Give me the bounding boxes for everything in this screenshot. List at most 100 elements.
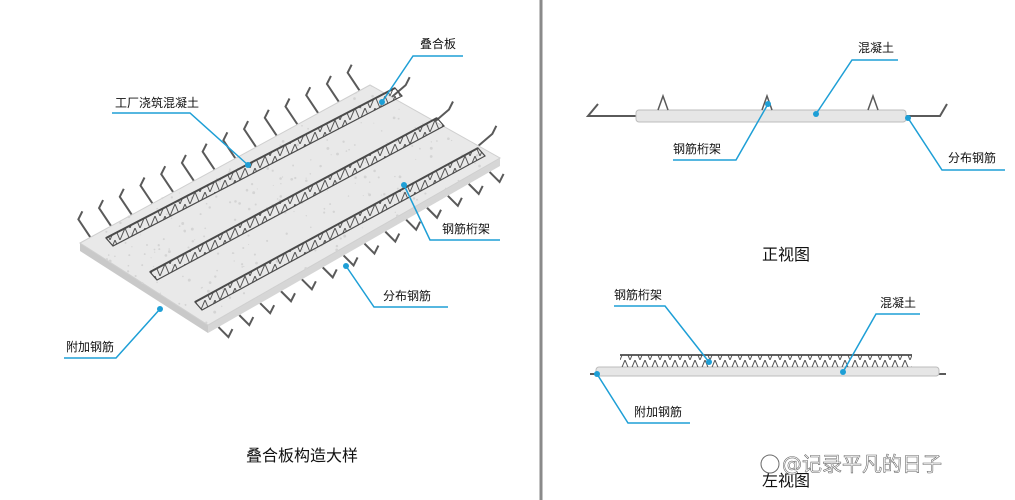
concrete-speckle: [150, 257, 152, 259]
concrete-speckle: [332, 210, 335, 213]
concrete-speckle: [339, 237, 342, 240]
concrete-speckle: [247, 207, 251, 211]
concrete-speckle: [164, 254, 168, 257]
concrete-speckle: [398, 108, 400, 110]
concrete-speckle: [398, 175, 402, 179]
concrete-speckle: [416, 198, 418, 201]
concrete-speckle: [170, 217, 173, 219]
callout-front-concrete: 混凝土: [813, 40, 898, 117]
label-left-concrete: 混凝土: [880, 295, 916, 310]
concrete-speckle: [256, 188, 258, 190]
concrete-speckle: [373, 122, 375, 124]
concrete-speckle: [329, 203, 332, 206]
concrete-speckle: [220, 305, 223, 308]
concrete-speckle: [281, 140, 285, 143]
concrete-speckle: [250, 182, 254, 186]
concrete-speckle: [253, 253, 256, 256]
concrete-speckle: [184, 230, 186, 233]
label-front-distribution: 分布钢筋: [948, 150, 996, 165]
concrete-speckle: [335, 248, 339, 252]
concrete-speckle: [208, 281, 212, 284]
concrete-speckle: [307, 127, 309, 130]
concrete-speckle: [304, 266, 308, 270]
concrete-speckle: [227, 171, 230, 173]
concrete-speckle: [457, 179, 460, 182]
caption-front-view: 正视图: [762, 245, 810, 264]
concrete-speckle: [131, 246, 133, 248]
concrete-speckle: [162, 238, 165, 241]
concrete-speckle: [248, 243, 250, 246]
concrete-speckle: [134, 274, 137, 278]
concrete-speckle: [397, 117, 400, 120]
concrete-speckle: [228, 170, 231, 172]
concrete-speckle: [281, 176, 284, 178]
concrete-speckle: [323, 207, 326, 210]
slab-right-side: [208, 158, 500, 333]
concrete-speckle: [354, 176, 357, 179]
concrete-speckle: [187, 246, 190, 249]
concrete-speckle: [377, 176, 380, 179]
concrete-speckle: [394, 175, 396, 178]
concrete-speckle: [214, 275, 217, 278]
concrete-speckle: [240, 263, 244, 266]
concrete-speckle: [371, 94, 374, 98]
distribution-rebar-hook: [259, 302, 276, 315]
concrete-speckle: [191, 240, 194, 243]
concrete-speckle: [394, 211, 396, 213]
front-view-slab: [635, 109, 907, 123]
concrete-speckle: [347, 195, 350, 197]
label-composite-slab: 叠合板: [420, 36, 456, 51]
concrete-speckle: [429, 146, 433, 150]
slab-front-side: [80, 243, 208, 333]
concrete-speckle: [141, 281, 144, 284]
concrete-speckle: [161, 197, 164, 200]
concrete-speckle: [380, 130, 383, 132]
distribution-rebar-hook: [346, 64, 361, 92]
concrete-speckle: [348, 148, 350, 151]
concrete-speckle: [292, 164, 295, 167]
concrete-speckle: [152, 265, 155, 268]
concrete-speckle: [380, 194, 382, 196]
distribution-rebar-hook: [447, 195, 463, 208]
label-additional-rebar-3d: 附加钢筋: [66, 339, 114, 354]
concrete-speckle: [414, 126, 416, 129]
concrete-speckle: [368, 193, 372, 197]
concrete-speckle: [190, 227, 194, 231]
concrete-speckle: [205, 321, 208, 324]
concrete-speckle: [201, 286, 203, 289]
distribution-rebar-hook: [160, 165, 175, 193]
distribution-rebar-hook: [305, 86, 320, 114]
concrete-speckle: [412, 197, 416, 200]
concrete-speckle: [127, 215, 131, 219]
callout-distribution-rebar-3d: 分布钢筋: [343, 263, 448, 308]
truss-3: [194, 147, 486, 311]
concrete-speckle: [233, 252, 235, 254]
concrete-speckle: [314, 249, 317, 252]
concrete-speckle: [280, 183, 282, 185]
concrete-speckle: [229, 168, 231, 170]
concrete-speckle: [141, 264, 144, 267]
distribution-rebar-hook: [280, 290, 296, 303]
concrete-speckle: [167, 250, 171, 254]
concrete-speckle: [119, 221, 122, 225]
left-view-slab: [595, 366, 940, 377]
concrete-speckle: [343, 234, 347, 238]
distribution-rebar-hook: [284, 98, 299, 126]
distribution-rebar-hook: [363, 242, 380, 256]
concrete-speckle: [310, 226, 312, 229]
concrete-speckle: [105, 230, 108, 233]
concrete-speckle: [368, 181, 371, 183]
distribution-rebar-hook: [97, 199, 112, 227]
concrete-speckle: [396, 214, 399, 218]
concrete-speckle: [360, 122, 362, 124]
label-front-concrete: 混凝土: [858, 40, 894, 55]
concrete-speckle: [238, 202, 241, 205]
concrete-speckle: [247, 234, 250, 237]
concrete-speckle: [154, 251, 156, 253]
callout-left-additional: 附加钢筋: [594, 371, 690, 424]
concrete-speckle: [279, 195, 283, 198]
concrete-speckle: [187, 278, 191, 282]
concrete-speckle: [124, 241, 127, 244]
concrete-speckle: [310, 159, 312, 161]
